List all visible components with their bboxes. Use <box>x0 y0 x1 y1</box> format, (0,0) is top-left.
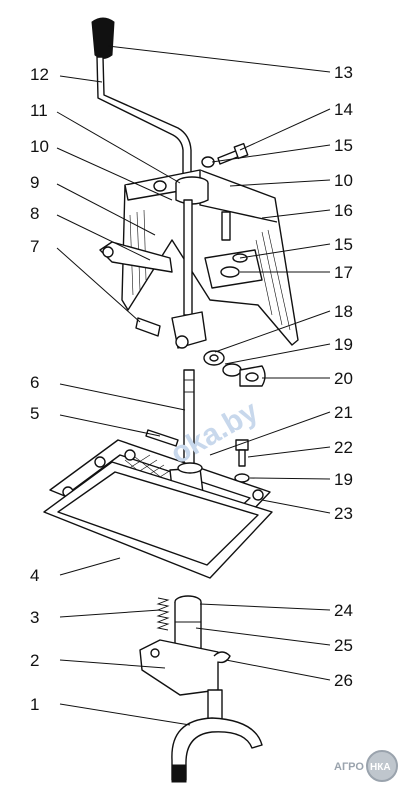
callout-2: 2 <box>30 651 39 670</box>
part-4-gasket <box>43 461 273 579</box>
callout-22: 22 <box>334 438 353 457</box>
callout-7: 7 <box>30 237 39 256</box>
callout-8: 8 <box>30 204 39 223</box>
callout-13: 13 <box>334 63 353 82</box>
logo-text-right: НКА <box>370 762 391 773</box>
callout-17: 17 <box>334 263 353 282</box>
callout-5: 5 <box>30 404 39 423</box>
part-3-spring <box>156 597 170 631</box>
part-8-bracket <box>99 241 173 273</box>
callout-25: 25 <box>334 636 353 655</box>
callout-21: 21 <box>334 403 353 422</box>
callout-19-top: 19 <box>334 335 353 354</box>
part-26-clip <box>213 651 231 664</box>
callout-18: 18 <box>334 302 353 321</box>
callout-10-right: 10 <box>334 171 353 190</box>
callout-1: 1 <box>30 695 39 714</box>
leader-lines <box>56 45 331 726</box>
callout-26: 26 <box>334 671 353 690</box>
callout-12: 12 <box>30 65 49 84</box>
callout-23: 23 <box>334 504 353 523</box>
logo-circle-icon <box>366 750 398 782</box>
part-5-pin <box>145 429 179 447</box>
part-18-joint <box>171 311 207 349</box>
watermark: oka.by <box>165 394 264 470</box>
part-19-washer <box>203 350 225 366</box>
callout-9: 9 <box>30 173 39 192</box>
callout-3: 3 <box>30 608 39 627</box>
callout-16: 16 <box>334 201 353 220</box>
part-1-fork <box>171 689 263 783</box>
part-21-bolt <box>235 439 249 467</box>
callout-20: 20 <box>334 369 353 388</box>
part-12-lever <box>96 56 192 179</box>
part-9-shaft <box>183 199 193 316</box>
callout-15-mid: 15 <box>334 235 353 254</box>
callout-15-top: 15 <box>334 136 353 155</box>
callout-14: 14 <box>334 100 353 119</box>
part-20-nut <box>222 363 266 387</box>
callout-6: 6 <box>30 373 39 392</box>
callout-10-left: 10 <box>30 137 49 156</box>
part-2-block <box>139 639 219 696</box>
part-7-pin <box>135 317 161 337</box>
callout-11: 11 <box>30 101 48 120</box>
callout-19-bottom: 19 <box>334 470 353 489</box>
part-10-bushing <box>175 176 209 205</box>
callout-4: 4 <box>30 566 39 585</box>
brand-logo: АГРО НКА <box>334 750 398 782</box>
logo-text-left: АГРО <box>334 761 364 773</box>
callout-24: 24 <box>334 601 353 620</box>
part-17-clamp <box>204 211 263 289</box>
part-13-knob <box>91 17 115 59</box>
callout-labels: 13 12 14 11 15 10 10 9 16 8 15 7 17 18 1… <box>30 63 353 714</box>
